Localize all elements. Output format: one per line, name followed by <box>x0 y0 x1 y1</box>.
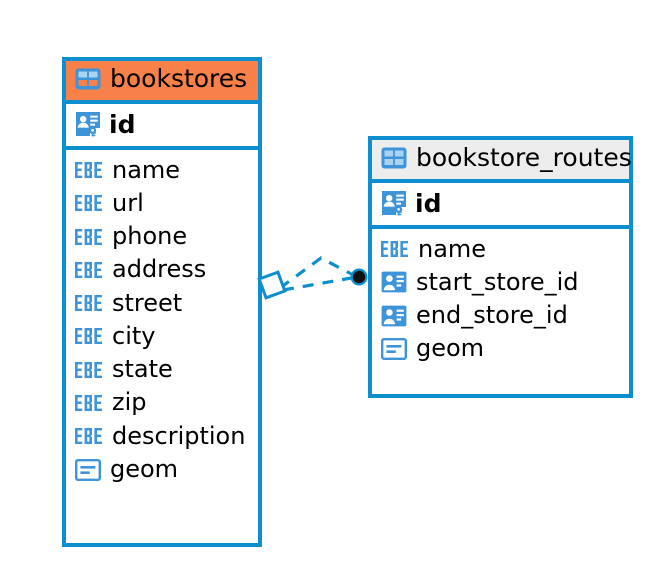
field-row-url[interactable]: url <box>66 187 258 220</box>
text-type-icon <box>381 241 409 258</box>
field-row-address[interactable]: address <box>66 253 258 286</box>
entity-bookstores-header[interactable]: bookstores <box>66 61 258 100</box>
text-type-icon <box>75 195 103 212</box>
field-label-description: description <box>112 421 246 450</box>
field-row-zip[interactable]: zip <box>66 386 258 419</box>
field-label-id: id <box>109 109 136 139</box>
primary-key-icon <box>75 111 101 137</box>
field-row-phone[interactable]: phone <box>66 220 258 253</box>
text-type-icon <box>75 295 103 312</box>
entity-bookstore-routes-name: bookstore_routes <box>416 143 632 172</box>
entity-bookstore-routes[interactable]: bookstore_routes <box>368 136 633 398</box>
field-row-state[interactable]: state <box>66 353 258 386</box>
foreign-key-icon <box>381 271 407 293</box>
field-label-phone: phone <box>112 222 188 251</box>
entity-bookstore-routes-header[interactable]: bookstore_routes <box>372 140 632 179</box>
field-label-geom: geom <box>416 334 485 363</box>
field-label-url: url <box>112 188 144 217</box>
field-row-city[interactable]: city <box>66 320 258 353</box>
geometry-type-icon <box>381 337 407 360</box>
primary-key-icon <box>381 190 407 216</box>
field-label-state: state <box>112 355 173 384</box>
text-type-icon <box>75 261 103 278</box>
field-row-start-store-id[interactable]: start_store_id <box>372 266 629 299</box>
field-label-city: city <box>112 321 156 350</box>
geometry-type-icon <box>75 458 101 481</box>
text-type-icon <box>75 162 103 179</box>
field-label-name: name <box>112 155 181 184</box>
field-row-geom[interactable]: geom <box>372 332 629 365</box>
table-icon <box>75 68 101 90</box>
diamond-marker <box>257 270 287 300</box>
field-row-name[interactable]: name <box>66 154 258 187</box>
filled-circle-marker <box>350 268 368 286</box>
field-label-end-store-id: end_store_id <box>416 301 568 330</box>
field-row-id[interactable]: id <box>372 178 629 229</box>
text-type-icon <box>75 394 103 411</box>
field-row-end-store-id[interactable]: end_store_id <box>372 299 629 332</box>
field-label-zip: zip <box>112 388 147 417</box>
field-row-description[interactable]: description <box>66 420 258 453</box>
field-label-address: address <box>112 255 207 284</box>
entity-bookstores-name: bookstores <box>110 64 248 93</box>
text-type-icon <box>75 361 103 378</box>
field-row-street[interactable]: street <box>66 287 258 320</box>
relationship-line-upper <box>279 256 358 290</box>
entity-bookstore-routes-fields: name start_store_id <box>372 228 629 370</box>
field-label-id: id <box>415 188 442 218</box>
field-row-name[interactable]: name <box>372 233 629 266</box>
entity-bookstores[interactable]: bookstores <box>62 57 262 547</box>
text-type-icon <box>75 328 103 345</box>
field-row-id[interactable]: id <box>66 99 258 150</box>
table-icon <box>381 147 407 169</box>
field-label-name: name <box>418 234 487 263</box>
foreign-key-icon <box>381 305 407 327</box>
text-type-icon <box>75 428 103 445</box>
field-row-geom[interactable]: geom <box>66 453 258 486</box>
entity-bookstores-fields: name url <box>66 149 258 491</box>
field-label-geom: geom <box>110 454 179 483</box>
text-type-icon <box>75 228 103 245</box>
field-label-street: street <box>112 288 183 317</box>
field-label-start-store-id: start_store_id <box>416 267 579 296</box>
relationship-line-lower <box>282 275 358 292</box>
